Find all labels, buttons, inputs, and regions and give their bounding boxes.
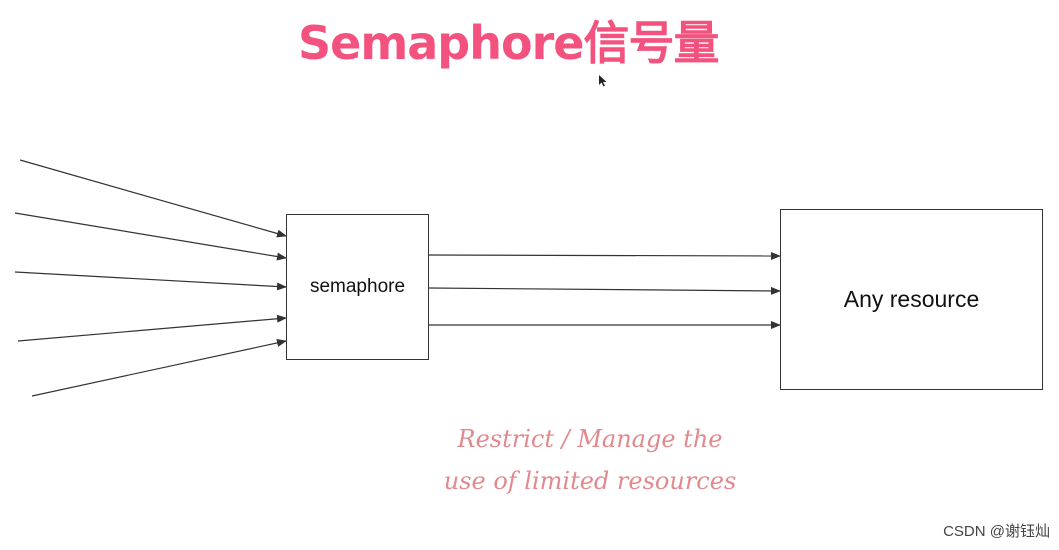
incoming-arrow-3 bbox=[14, 271, 287, 291]
outgoing-arrows bbox=[428, 251, 781, 329]
caption-line-1: Restrict / Manage the bbox=[457, 425, 723, 453]
incoming-arrows bbox=[14, 159, 287, 397]
outgoing-arrow-1 bbox=[428, 251, 781, 260]
incoming-arrow-4 bbox=[17, 314, 287, 342]
semaphore-node: semaphore bbox=[286, 214, 429, 360]
resource-node-label: Any resource bbox=[843, 286, 980, 312]
outgoing-arrow-2 bbox=[428, 286, 781, 295]
watermark: CSDN @谢钰灿 bbox=[943, 523, 1050, 540]
resource-node: Any resource bbox=[780, 209, 1043, 390]
semaphore-node-label: semaphore bbox=[309, 276, 406, 297]
incoming-arrow-2 bbox=[14, 212, 287, 261]
incoming-arrow-1 bbox=[19, 159, 287, 238]
mouse-pointer-icon bbox=[599, 75, 607, 87]
caption-line-2: use of limited resources bbox=[443, 467, 737, 495]
diagram-title: Semaphore信号量 bbox=[298, 16, 719, 70]
caption: Restrict / Manage the use of limited res… bbox=[440, 418, 740, 502]
incoming-arrow-5 bbox=[31, 338, 287, 397]
